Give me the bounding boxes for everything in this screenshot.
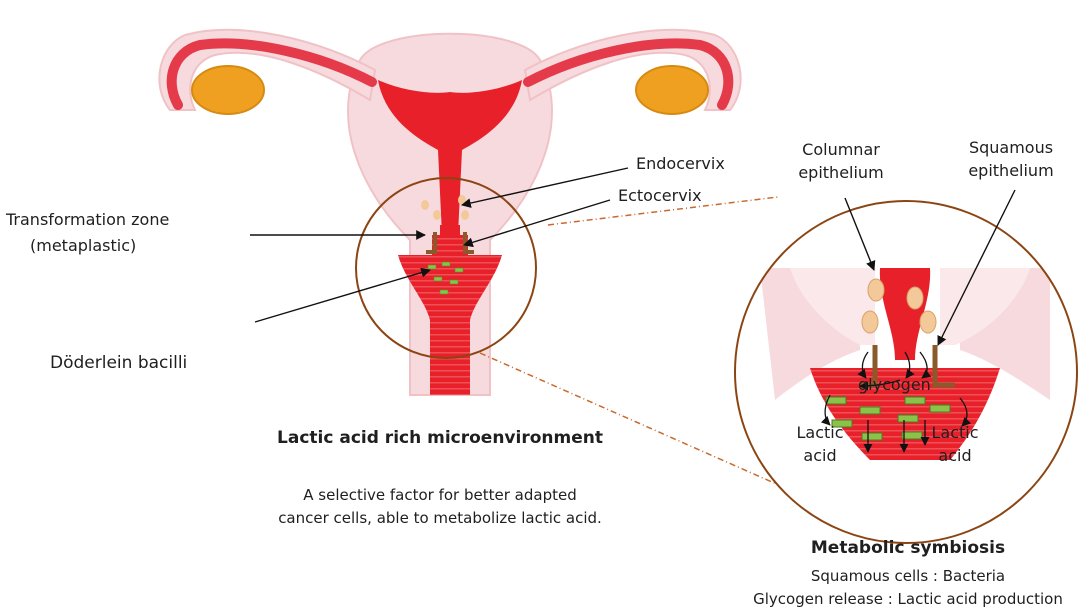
columnar-cell: [868, 279, 884, 301]
columnar-cell: [907, 287, 923, 309]
microenvironment-line1: A selective factor for better adapted: [170, 485, 710, 505]
glycogen-label: glycogen: [858, 375, 931, 395]
columnar-cell: [862, 311, 878, 333]
right-ovary: [636, 66, 708, 114]
doderlein-arrow: [255, 270, 430, 322]
doderlein-label: Döderlein bacilli: [50, 353, 187, 373]
microenvironment-title: Lactic acid rich microenvironment: [170, 428, 710, 448]
symbiosis-title: Metabolic symbiosis: [730, 538, 1086, 558]
transformation-zone-label-line1: Transformation zone: [6, 210, 169, 230]
squamous-label-line1: Squamous: [956, 138, 1066, 158]
squamous-label-line2: epithelium: [956, 161, 1066, 181]
endocervix-cell: [433, 210, 441, 220]
endocervix-label: Endocervix: [636, 154, 725, 174]
left-ovary: [192, 66, 264, 114]
transformation-zone-label-line2: (metaplastic): [30, 236, 136, 256]
columnar-label-line1: Columnar: [786, 140, 896, 160]
zoom-detail: [735, 190, 1077, 543]
columnar-cell: [920, 311, 936, 333]
symbiosis-line1: Squamous cells : Bacteria: [730, 566, 1086, 586]
endocervix-cell: [458, 195, 466, 205]
lactic-acid-right-line1: Lactic: [925, 423, 985, 443]
endocervix-cell: [461, 210, 469, 220]
columnar-label-line2: epithelium: [786, 163, 896, 183]
endocervix-cell: [421, 200, 429, 210]
lactic-acid-left-line1: Lactic: [790, 423, 850, 443]
lactic-acid-left-line2: acid: [790, 446, 850, 466]
symbiosis-line2: Glycogen release : Lactic acid productio…: [730, 589, 1086, 609]
lactic-acid-right-line2: acid: [925, 446, 985, 466]
microenvironment-line2: cancer cells, able to metabolize lactic …: [170, 508, 710, 528]
ectocervix-label: Ectocervix: [618, 186, 702, 206]
